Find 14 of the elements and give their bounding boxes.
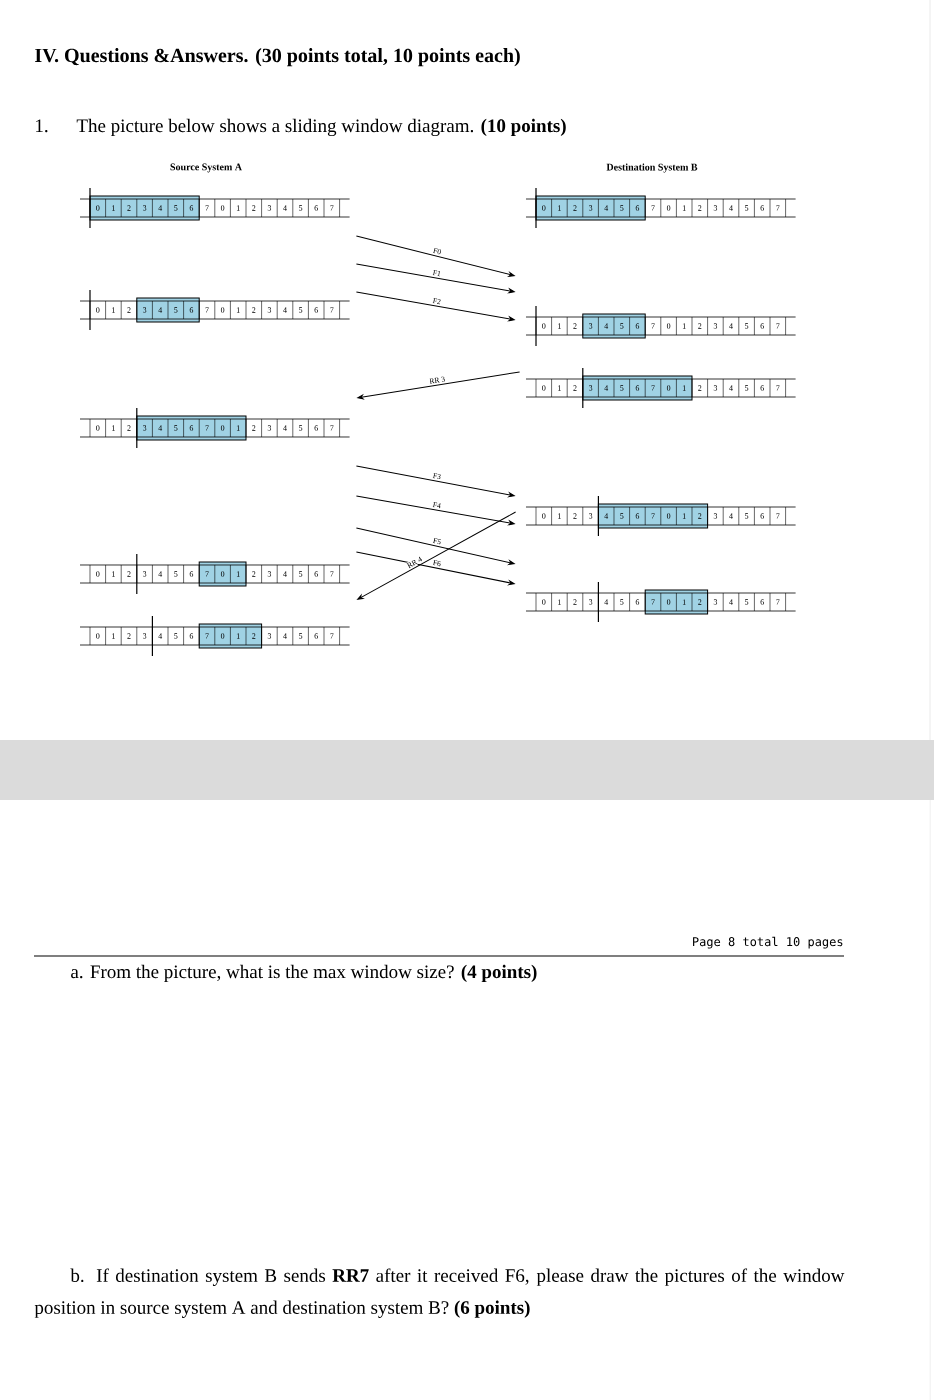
arrow <box>355 495 515 526</box>
arrow <box>357 371 521 400</box>
arrow <box>355 235 515 277</box>
question-text: b. If destination system B sends RR7 after it received F6, please draw the pictures of the window position in source system A and destination system B? (6 points) <box>34 1268 845 1318</box>
question-text: a. From the picture, what is the max window size? (4 points) <box>71 964 537 983</box>
question-text: The picture below shows a sliding window diagram. (10 points) <box>76 118 566 137</box>
heading: IV. Questions &Answers. (30 points total, 10 points each) <box>35 48 520 67</box>
arrow <box>355 551 515 586</box>
arrow <box>355 263 515 294</box>
arrow <box>355 291 515 322</box>
arrow <box>357 511 517 600</box>
question-number: 1. <box>36 119 48 133</box>
arrow <box>355 465 515 498</box>
arrow <box>355 527 515 565</box>
